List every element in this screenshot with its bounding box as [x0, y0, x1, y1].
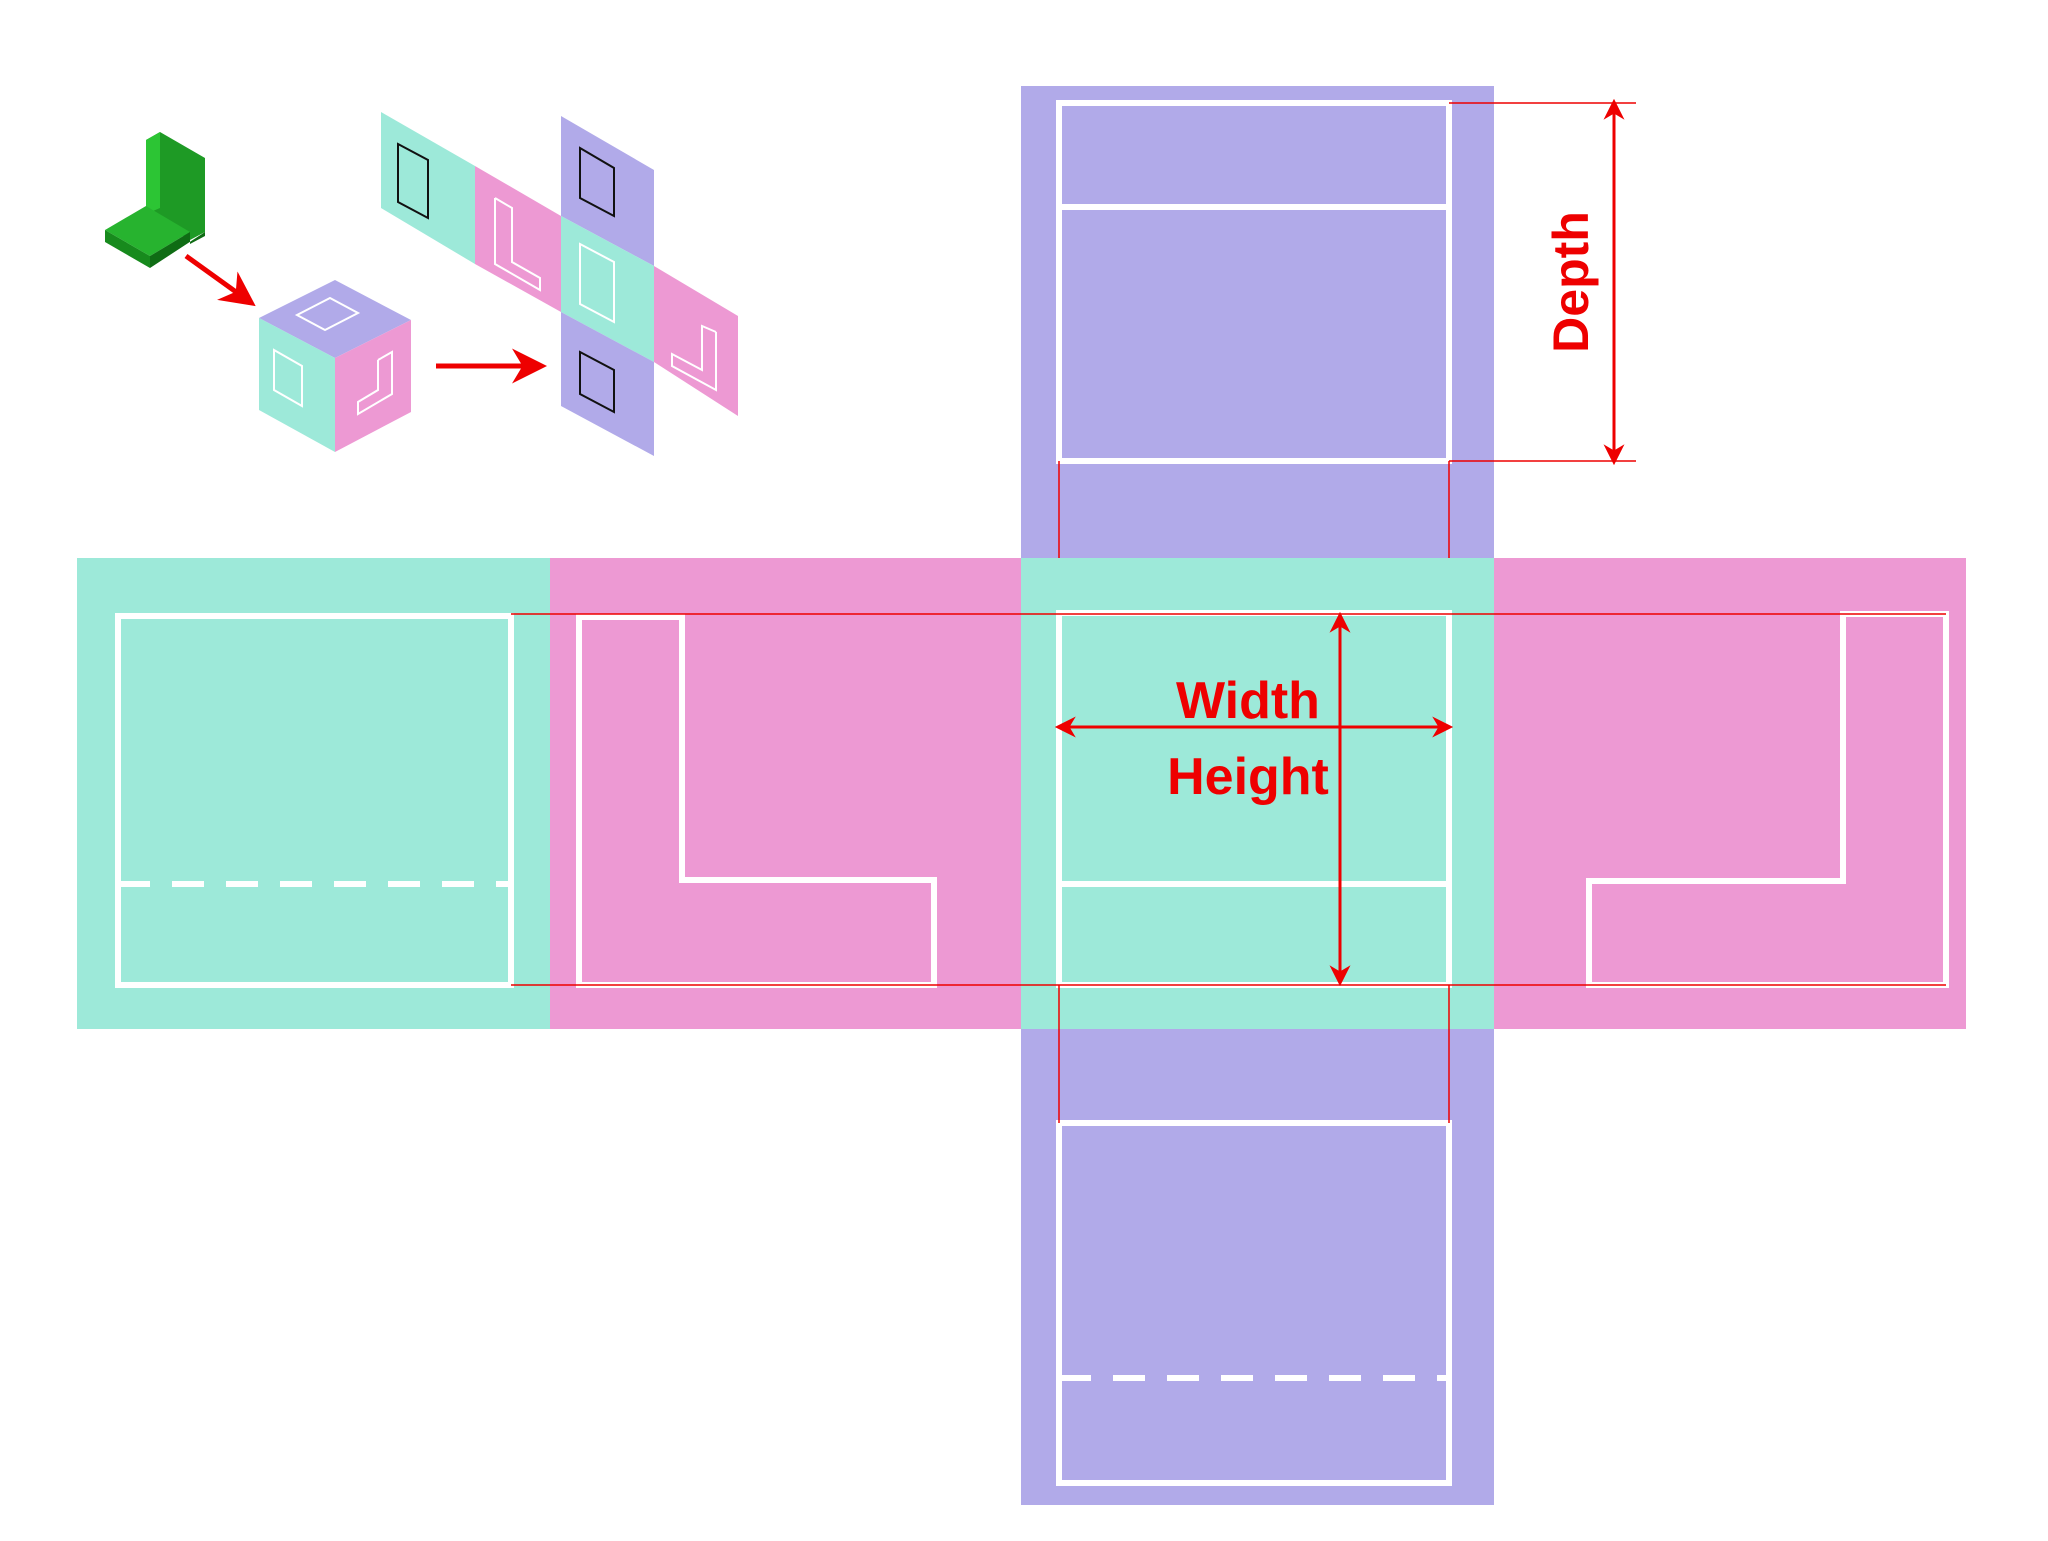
height-label: Height	[1167, 748, 1329, 806]
bottom-view-panel	[1021, 985, 1494, 1505]
top-view-panel	[1021, 86, 1494, 558]
height-dimension: Height	[1167, 611, 1351, 987]
left-front-panel	[77, 558, 550, 1029]
right-side-view-panel	[1494, 558, 1966, 1029]
width-label: Width	[1176, 672, 1320, 730]
left-side-view-panel	[550, 558, 1021, 1029]
front-view-panel	[1021, 558, 1494, 1029]
l-shaped-object-icon	[105, 132, 205, 268]
arrow-to-cube-icon	[184, 253, 256, 307]
width-dimension: Width	[1054, 672, 1454, 738]
depth-dimension: Depth	[1543, 98, 1625, 466]
depth-label: Depth	[1543, 211, 1599, 353]
glass-box-cube-icon	[259, 280, 411, 452]
small-unfolded-net-icon	[381, 112, 738, 456]
